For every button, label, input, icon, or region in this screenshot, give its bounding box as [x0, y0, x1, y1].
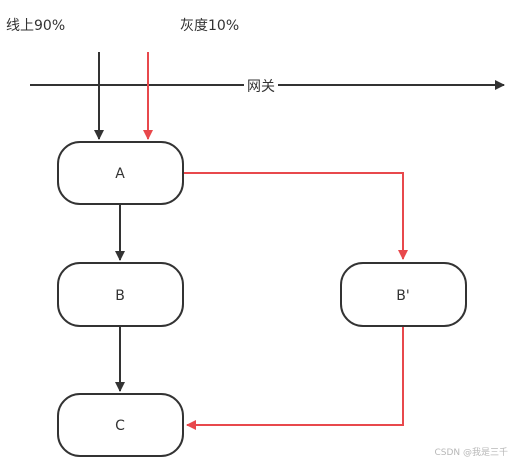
arrow-a-to-b-prime [183, 172, 408, 260]
watermark: CSDN @我是三千 [434, 447, 508, 458]
gray-traffic-label: 灰度10% [180, 18, 239, 34]
node-b-prime-label: B' [396, 288, 409, 304]
node-b[interactable]: B [57, 262, 184, 327]
node-a-label: A [115, 166, 125, 182]
node-a[interactable]: A [57, 141, 184, 205]
gateway-label: 网关 [247, 79, 275, 95]
online-traffic-label: 线上90% [6, 18, 65, 34]
arrow-b-prime-to-c [186, 326, 404, 430]
node-b-prime[interactable]: B' [340, 262, 467, 327]
gateway-label-bg [244, 76, 278, 94]
node-c-label: C [115, 418, 125, 434]
node-b-label: B [115, 288, 125, 304]
node-c[interactable]: C [57, 393, 184, 457]
